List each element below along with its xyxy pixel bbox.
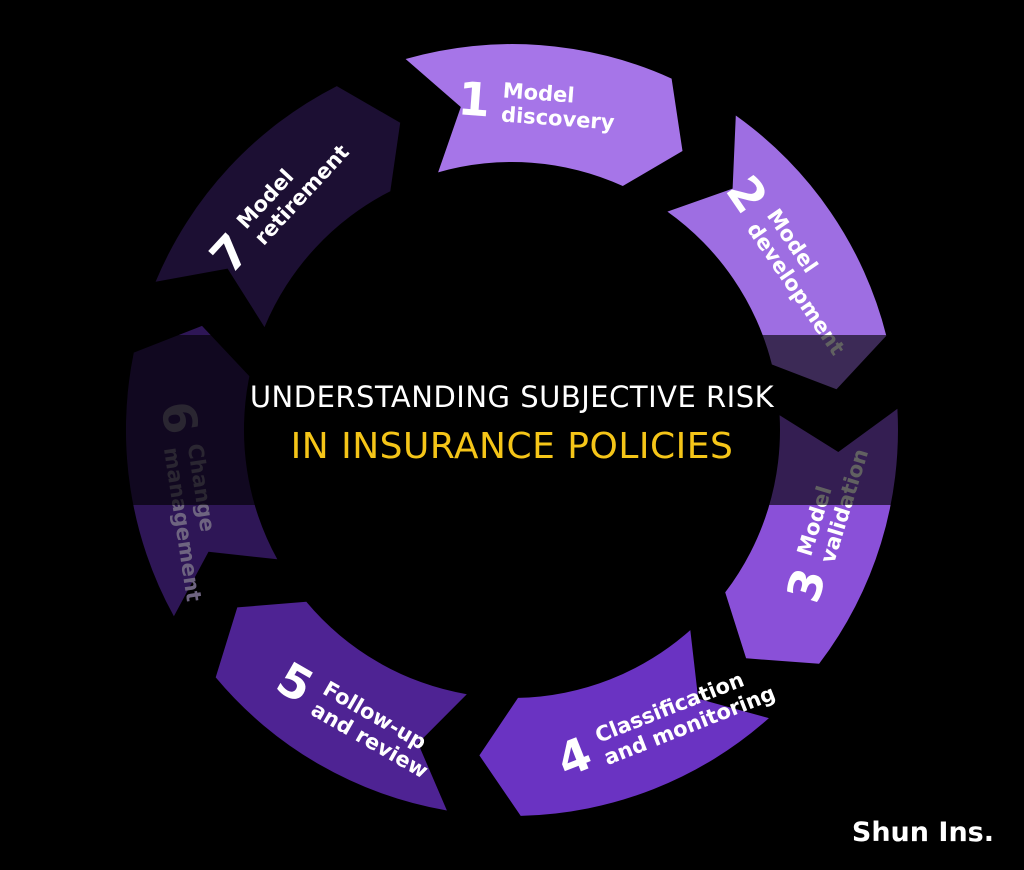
cycle-step-1-number: 1: [456, 71, 492, 127]
brand-logo-text: Shun Ins.: [851, 817, 994, 848]
cycle-step-2-segment: [667, 115, 887, 390]
cycle-step-5-segment: [215, 601, 467, 811]
cycle-step-4-segment: [479, 630, 769, 816]
cycle-step-1-text-line-1: Model: [502, 78, 575, 107]
headline-banner: [0, 335, 1024, 505]
cycle-step-1-segment: [405, 44, 683, 186]
cycle-step-7-segment: [155, 86, 401, 328]
headline-line-1: UNDERSTANDING SUBJECTIVE RISK: [249, 380, 775, 414]
headline-line-2: IN INSURANCE POLICIES: [290, 426, 734, 467]
